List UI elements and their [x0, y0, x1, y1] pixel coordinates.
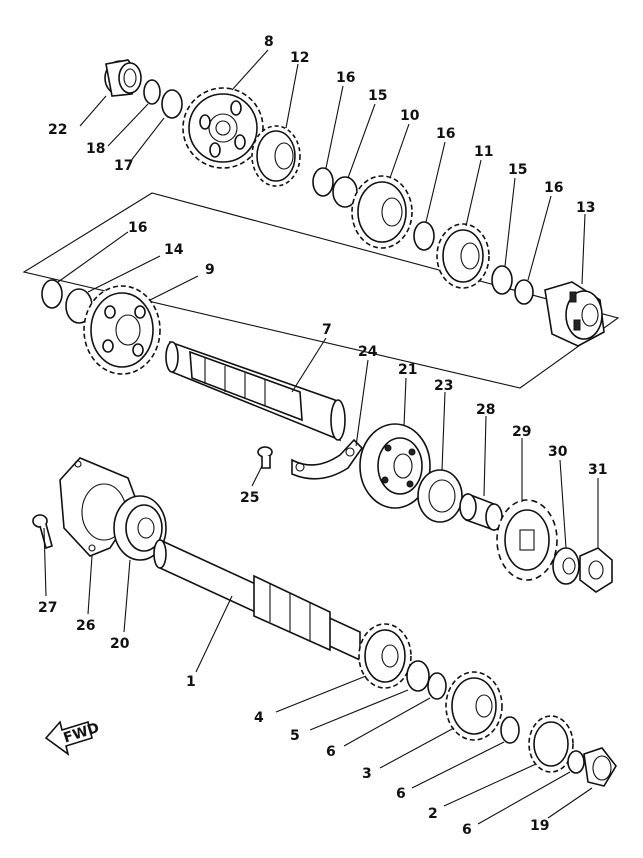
callout-10: 10: [400, 108, 420, 124]
callout-25: 25: [240, 490, 259, 506]
part-17-circlip: [161, 89, 183, 119]
part-31-nut: [579, 547, 613, 593]
callout-26: 26: [76, 618, 95, 634]
callout-6-c: 6: [462, 822, 472, 838]
part-29-sprocket: [496, 499, 558, 581]
part-22-bearing: [104, 59, 142, 97]
callout-22: 22: [48, 122, 67, 138]
callout-3: 3: [362, 766, 372, 782]
part-5-washer: [406, 660, 430, 692]
part-23-oil-seal: [417, 469, 463, 523]
callout-16-a: 16: [336, 70, 355, 86]
callout-23: 23: [434, 378, 453, 394]
callout-12: 12: [290, 50, 309, 66]
part-9-gear: [83, 285, 161, 375]
fwd-label: FWD: [62, 720, 102, 747]
callout-5: 5: [290, 728, 300, 744]
part-24-retainer-plate: [291, 438, 364, 480]
part-4-gear: [358, 623, 412, 689]
leader-lines: [43, 49, 599, 825]
part-18-washer: [143, 79, 161, 105]
callout-28: 28: [476, 402, 495, 418]
part-6-circlip-c: [567, 750, 585, 774]
callout-1: 1: [186, 674, 196, 690]
part-10-gear: [351, 175, 413, 249]
part-28-collar: [459, 492, 503, 532]
callout-4: 4: [254, 710, 264, 726]
callout-27: 27: [38, 600, 57, 616]
part-6-circlip-b: [500, 716, 520, 744]
callout-16-c: 16: [544, 180, 563, 196]
part-2-gear: [528, 715, 574, 773]
callout-17: 17: [114, 158, 133, 174]
part-1-main-axle: [153, 538, 361, 662]
part-16-circlip-a: [312, 167, 334, 197]
fwd-arrow-icon: FWD: [44, 720, 102, 756]
callout-29: 29: [512, 424, 531, 440]
callout-8: 8: [264, 34, 274, 50]
callout-6-b: 6: [396, 786, 406, 802]
callout-16-d: 16: [128, 220, 147, 236]
part-16-circlip-b: [413, 221, 435, 251]
callout-19: 19: [530, 818, 549, 834]
callout-13: 13: [576, 200, 595, 216]
part-21-bearing: [359, 423, 431, 509]
part-3-gear: [445, 671, 503, 741]
callout-11: 11: [474, 144, 493, 160]
part-11-gear: [436, 223, 490, 289]
callout-9: 9: [205, 262, 215, 278]
callout-14: 14: [164, 242, 184, 258]
callout-24: 24: [358, 344, 378, 360]
part-25-screw: [257, 446, 273, 469]
callout-15-b: 15: [508, 162, 527, 178]
callout-30: 30: [548, 444, 568, 460]
part-6-circlip-a: [427, 672, 447, 700]
part-19-bearing: [583, 747, 617, 787]
part-7-drive-axle: [165, 340, 346, 442]
part-27-bolt: [32, 514, 53, 550]
callout-6-a: 6: [326, 744, 336, 760]
callout-7: 7: [322, 322, 332, 338]
part-16-circlip-d: [41, 279, 63, 309]
part-30-lock-washer: [552, 547, 580, 585]
part-16-circlip-c: [514, 279, 534, 305]
subassembly-outline: [22, 192, 620, 389]
callout-labels: 22 18 17 8 12 16 15 10 16 11 15 16 13 16…: [38, 34, 607, 838]
callout-18: 18: [86, 141, 105, 157]
callout-31: 31: [588, 462, 607, 478]
part-13-dog-gear: [544, 281, 605, 347]
callout-16-b: 16: [436, 126, 455, 142]
part-20-bearing: [113, 495, 167, 561]
callout-2: 2: [428, 806, 438, 822]
callout-15-a: 15: [368, 88, 387, 104]
part-8-gear: [182, 87, 264, 169]
part-12-gear: [251, 125, 301, 187]
part-15-washer-b: [491, 265, 513, 295]
callout-20: 20: [110, 636, 130, 652]
callout-21: 21: [398, 362, 417, 378]
